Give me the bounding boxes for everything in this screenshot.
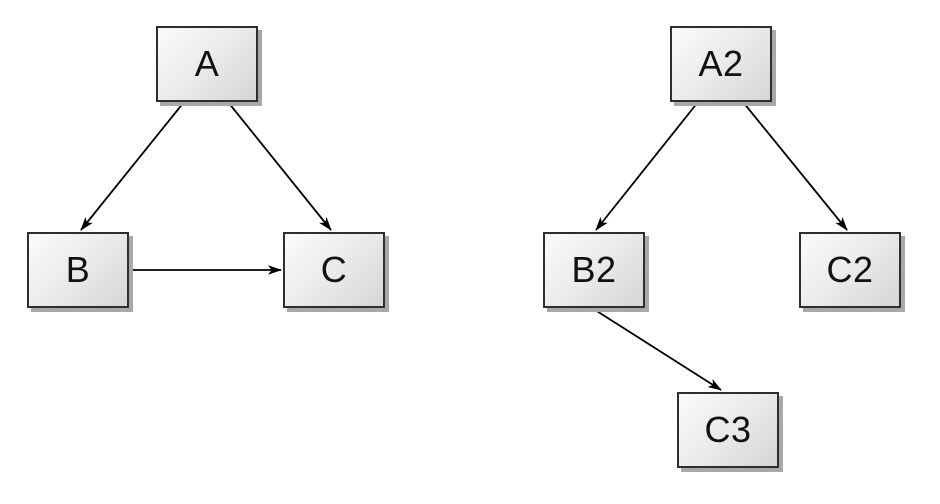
node-a2: A2 xyxy=(670,26,772,102)
edge-a2-to-b2 xyxy=(595,101,699,231)
node-a-label: A xyxy=(194,43,220,84)
edge-a-to-c xyxy=(227,101,332,231)
node-b2-label: B2 xyxy=(571,249,617,290)
node-c3: C3 xyxy=(677,392,779,468)
node-b2: B2 xyxy=(543,232,645,308)
edge-a-to-b xyxy=(80,101,185,231)
node-b: B xyxy=(27,232,129,308)
node-c-label: C xyxy=(320,249,348,290)
edge-a2-to-c2 xyxy=(742,101,848,231)
node-c: C xyxy=(283,232,385,308)
node-a: A xyxy=(156,26,258,102)
node-c3-label: C3 xyxy=(704,409,752,450)
node-a2-label: A2 xyxy=(698,43,744,84)
node-b-label: B xyxy=(65,249,91,290)
edge-b2-to-c3 xyxy=(591,307,722,391)
node-c2: C2 xyxy=(799,232,901,308)
node-c2-label: C2 xyxy=(826,249,874,290)
